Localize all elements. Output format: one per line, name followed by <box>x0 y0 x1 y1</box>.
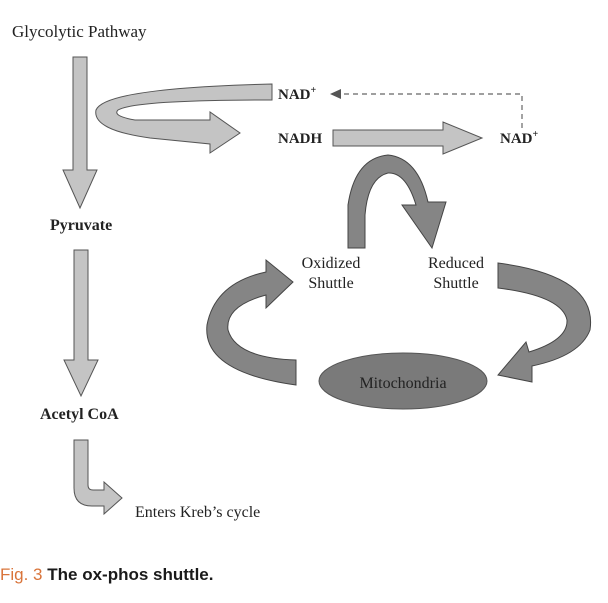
figure-caption-label: Fig. 3 <box>0 565 43 584</box>
dashed-return-arrowhead <box>330 89 341 99</box>
mitochondria-label: Mitochondria <box>359 375 446 392</box>
pyruvate-label: Pyruvate <box>50 217 112 234</box>
nad-plus-right-label: NAD+ <box>500 129 539 147</box>
glycolytic-pathway-label: Glycolytic Pathway <box>12 22 147 41</box>
reduced-shuttle-line1: Reduced <box>428 255 484 272</box>
figure-caption: Fig. 3 The ox-phos shuttle. <box>0 565 214 585</box>
nadh-label: NADH <box>278 131 322 147</box>
oxidized-shuttle-line2: Shuttle <box>308 275 353 292</box>
nad-to-nadh-loop-arrow <box>95 83 273 154</box>
left-cycle-arrow <box>206 258 297 386</box>
reduced-shuttle-line2: Shuttle <box>433 275 478 292</box>
nad-plus-top-label: NAD+ <box>278 85 317 103</box>
pyruvate-to-acetyl-coa-arrow <box>63 249 99 398</box>
oxidized-shuttle-line1: Oxidized <box>302 255 361 272</box>
shuttle-reduction-arrow <box>347 154 447 250</box>
enters-krebs-cycle-label: Enters Kreb’s cycle <box>135 504 260 521</box>
acetyl-coa-label: Acetyl CoA <box>40 406 119 423</box>
mitochondria-ellipse <box>318 352 488 410</box>
acetyl-coa-to-krebs-arrow <box>73 439 123 516</box>
figure-caption-title: The ox-phos shuttle. <box>47 565 214 584</box>
nadh-to-nad-arrow <box>332 121 484 155</box>
glycolysis-to-pyruvate-arrow <box>62 56 98 210</box>
dashed-return-line <box>340 93 523 128</box>
right-cycle-arrow <box>497 262 592 383</box>
